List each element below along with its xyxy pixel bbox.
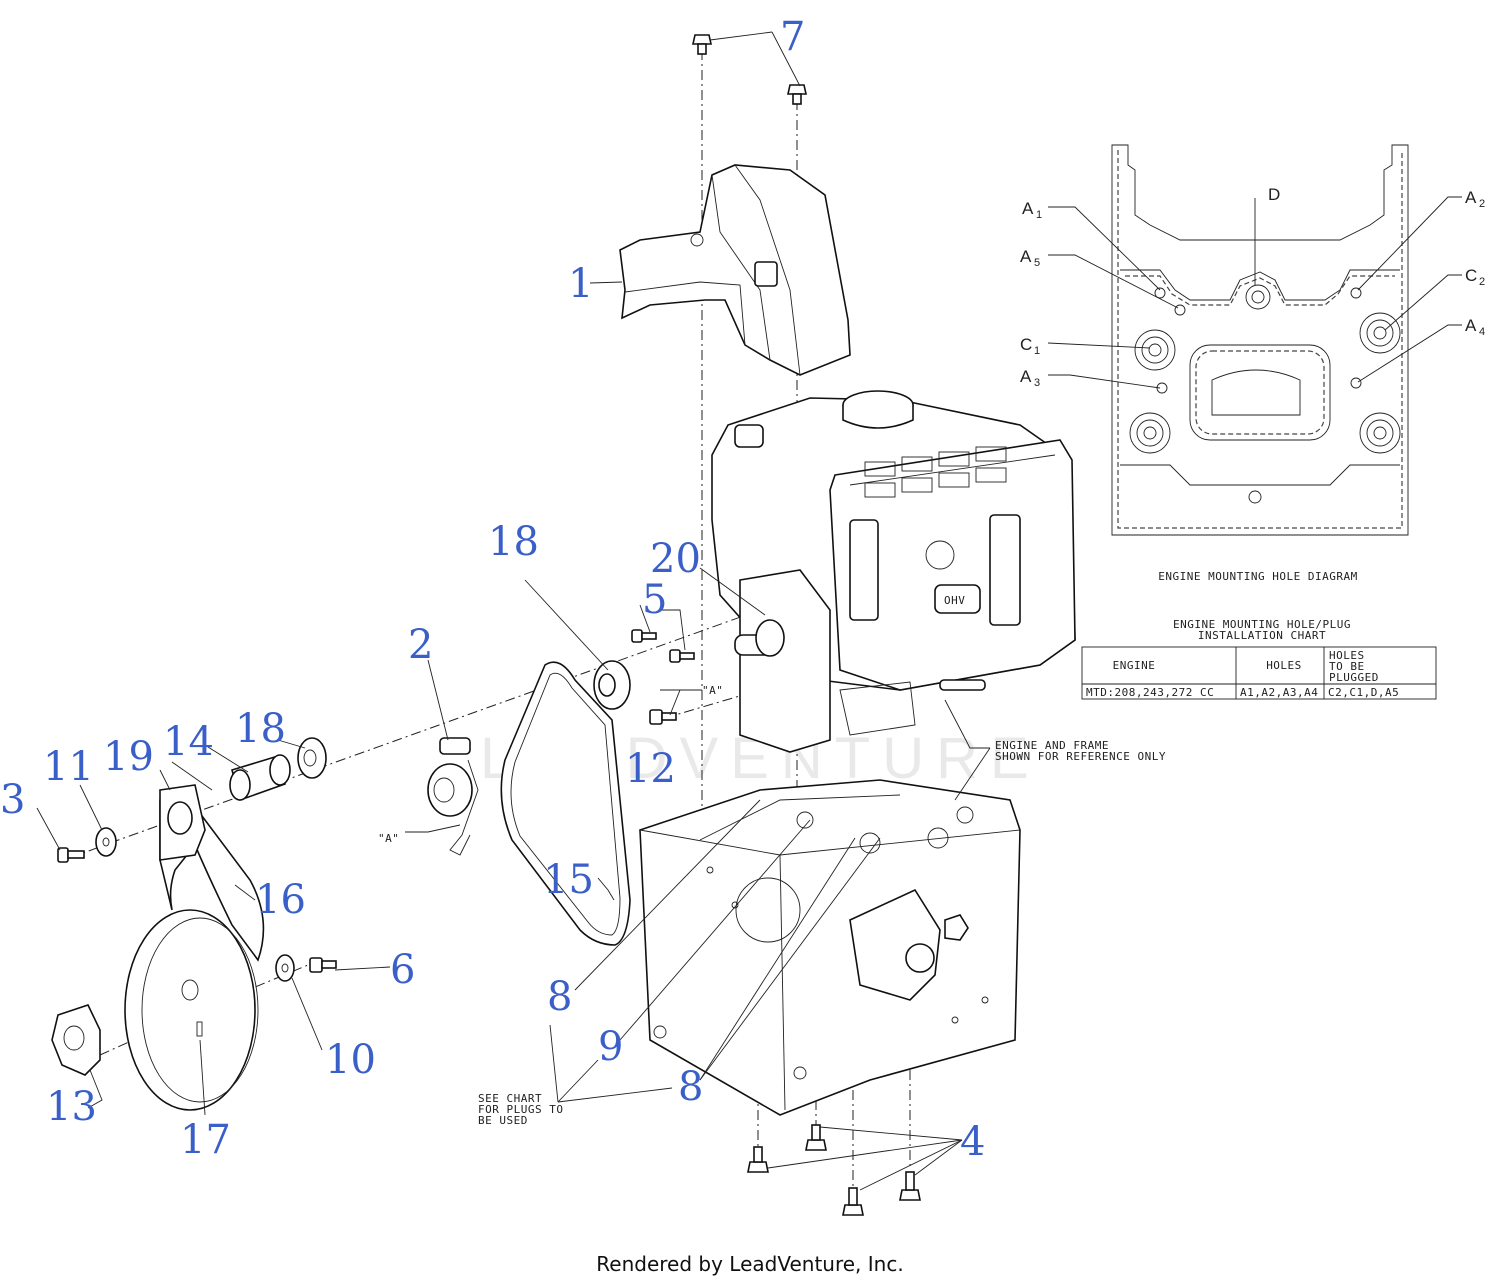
label-a5-sub: 5: [1034, 257, 1040, 269]
chart-title-line-2: INSTALLATION CHART: [1198, 629, 1326, 642]
chart-header-holes: HOLES: [1266, 659, 1302, 672]
annotation-see-chart-3: BE USED: [478, 1114, 528, 1127]
label-a5: A: [1020, 247, 1032, 266]
part-12-bolt: [649, 709, 677, 725]
callout-17: 17: [180, 1117, 231, 1163]
chart-header-plugged-2: TO BE: [1329, 660, 1365, 673]
callout-3: 3: [0, 777, 25, 823]
annotation-a-engine: "A": [702, 684, 723, 697]
callout-8-lower: 8: [678, 1064, 703, 1110]
callout-15: 15: [543, 857, 594, 903]
engine-ohv-mark: OHV: [944, 594, 965, 607]
chart-header-plugged-3: PLUGGED: [1329, 671, 1379, 684]
footer-credit: Rendered by LeadVenture, Inc.: [596, 1252, 904, 1276]
callout-5: 5: [642, 577, 667, 623]
callout-12: 12: [625, 746, 676, 792]
part-14-bearing: [229, 754, 291, 802]
label-a1-sub: 1: [1036, 209, 1042, 221]
callout-10: 10: [325, 1037, 376, 1083]
callout-18-lower: 18: [235, 706, 286, 752]
chart-header-engine: ENGINE: [1113, 659, 1156, 672]
label-a3-sub: 3: [1034, 377, 1040, 389]
callout-9: 9: [598, 1024, 623, 1070]
callout-2: 2: [408, 622, 433, 668]
label-c1: C: [1020, 335, 1032, 354]
chart-cell-holes: A1,A2,A3,A4: [1240, 686, 1318, 699]
label-a4-sub: 4: [1479, 326, 1485, 338]
hole-diagram: A 1 A 5 C 1 A 3 D A 2 C 2 A 4 ENGINE MOU…: [1020, 144, 1485, 583]
annotation-engine-frame-1: ENGINE AND FRAME: [995, 739, 1109, 752]
label-a2: A: [1465, 188, 1477, 207]
label-a3: A: [1020, 367, 1032, 386]
callout-19: 19: [103, 734, 154, 780]
callout-13: 13: [46, 1084, 97, 1130]
chart-cell-engine: MTD:208,243,272 CC: [1086, 686, 1214, 699]
engine: OHV: [711, 390, 1076, 753]
part-17-drive-pulley: [124, 909, 259, 1111]
part-6-bolt: [309, 957, 337, 973]
leader-lines: [36, 31, 991, 1191]
label-c1-sub: 1: [1034, 345, 1040, 357]
label-a1: A: [1022, 199, 1034, 218]
callout-14: 14: [163, 719, 214, 765]
part-13-hub: [51, 1004, 101, 1076]
part-1-belt-cover: [619, 164, 851, 376]
chart-cell-plugged: C2,C1,D,A5: [1328, 686, 1399, 699]
part-2-idler-bracket: [427, 737, 479, 856]
callout-6: 6: [390, 947, 415, 993]
label-a4: A: [1465, 316, 1477, 335]
frame: [639, 779, 1021, 1116]
callout-16: 16: [255, 877, 306, 923]
callout-7: 7: [780, 14, 805, 60]
callout-20: 20: [650, 536, 701, 582]
annotation-a-idler: "A": [378, 832, 399, 845]
annotation-see-chart-1: SEE CHART: [478, 1092, 542, 1105]
callout-numbers: 1 2 3 4 5 6 7 8 8 9 10 11 12 13 14 15 16…: [0, 14, 985, 1165]
part-18-pulley-right: [593, 660, 631, 710]
callout-18-upper: 18: [488, 519, 539, 565]
label-c2-sub: 2: [1479, 276, 1485, 288]
callout-4: 4: [960, 1119, 985, 1165]
label-d: D: [1268, 185, 1280, 204]
part-15-belt: [500, 661, 631, 946]
part-18-pulley-left: [297, 737, 327, 779]
part-19-bracket: [159, 784, 206, 861]
part-10-washer: [275, 954, 295, 982]
plug-installation-chart: ENGINE MOUNTING HOLE/PLUG INSTALLATION C…: [1081, 618, 1437, 700]
part-4-bolts: [747, 1124, 921, 1216]
annotation-engine-frame-2: SHOWN FOR REFERENCE ONLY: [995, 750, 1166, 763]
part-5-bolts: [631, 629, 695, 663]
callout-8-upper: 8: [547, 974, 572, 1020]
chart-title-line-1: ENGINE MOUNTING HOLE/PLUG: [1173, 618, 1351, 631]
hole-diagram-title: ENGINE MOUNTING HOLE DIAGRAM: [1158, 570, 1357, 583]
callout-1: 1: [568, 261, 593, 307]
label-a2-sub: 2: [1479, 198, 1485, 210]
part-3-bolt: [57, 847, 85, 863]
engine-cooling-vents: [864, 446, 1007, 498]
annotation-see-chart-2: FOR PLUGS TO: [478, 1103, 563, 1116]
part-11-washer: [95, 827, 117, 857]
label-c2: C: [1465, 266, 1477, 285]
chart-header-plugged-1: HOLES: [1329, 649, 1365, 662]
callout-11: 11: [43, 744, 94, 790]
